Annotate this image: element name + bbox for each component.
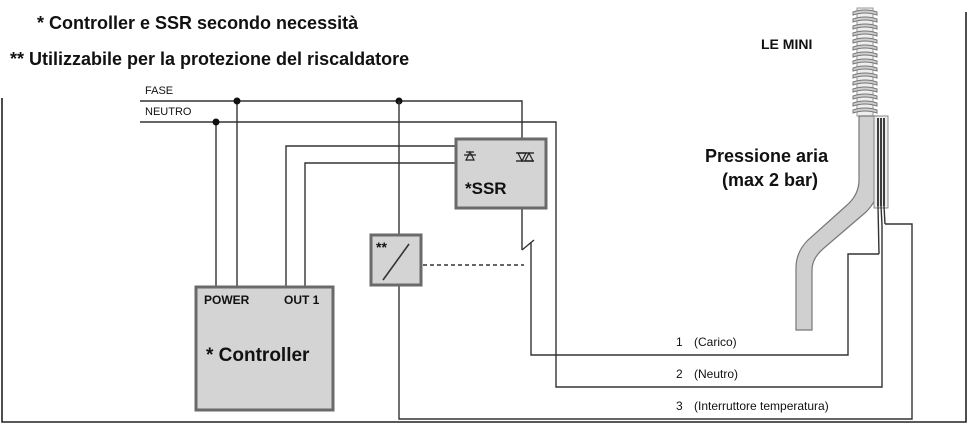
spring-coil [852,37,878,44]
out1-label: OUT 1 [284,293,320,307]
spring-coil [852,86,878,93]
brand-label: LE MINI [761,36,812,52]
power-label: POWER [204,293,250,307]
fase-label: FASE [145,85,173,97]
protection-label: ** [376,239,387,255]
note-controller-ssr: * Controller e SSR secondo necessità [37,13,359,33]
spring-coil [852,93,878,100]
load-wire [530,242,879,356]
junction-dot [212,118,220,126]
wire-1-label: (Carico) [694,335,737,349]
controller-box [194,285,335,412]
neutro-label: NEUTRO [145,106,192,118]
note-protection: ** Utilizzabile per la protezione del ri… [10,49,409,69]
ssr-switch-contact [521,239,535,251]
spring-coil [852,58,878,65]
wire-3-number: 3 [676,399,683,413]
wire-3-label: (Interruttore temperatura) [694,399,829,413]
wire-2-label: (Neutro) [694,367,738,381]
spring-coil [852,30,878,37]
spring-coil [852,51,878,58]
ssr-diode-icon [464,150,476,161]
neutro-wire [140,121,883,388]
temperature-switch-wire [398,223,913,420]
controller-label: * Controller [206,345,310,366]
ssr-box [454,137,548,210]
protection-switch-icon [382,243,410,281]
ssr-label: *SSR [465,179,507,198]
spring-coil [852,100,878,107]
spring-coil [852,9,878,16]
spring-coil [852,79,878,86]
wire-2-number: 2 [676,367,683,381]
wire-1-number: 1 [676,335,683,349]
outer-frame [1,12,967,423]
protection-box [369,233,423,287]
heater-spring-icon [852,7,878,117]
heater-tube-icon [795,115,879,331]
pressure-label: Pressione aria [705,146,829,166]
out1-wire-b [304,162,464,286]
spring-coil [852,16,878,23]
spring-coil [852,65,878,72]
spring-coil [852,72,878,79]
spring-coil [852,107,878,114]
pressure-max-label: (max 2 bar) [722,170,818,190]
spring-coil [852,44,878,51]
junction-dot [233,97,241,105]
ssr-triac-icon [516,151,534,163]
out1-wire-a [285,145,464,286]
spring-coil [852,23,878,30]
